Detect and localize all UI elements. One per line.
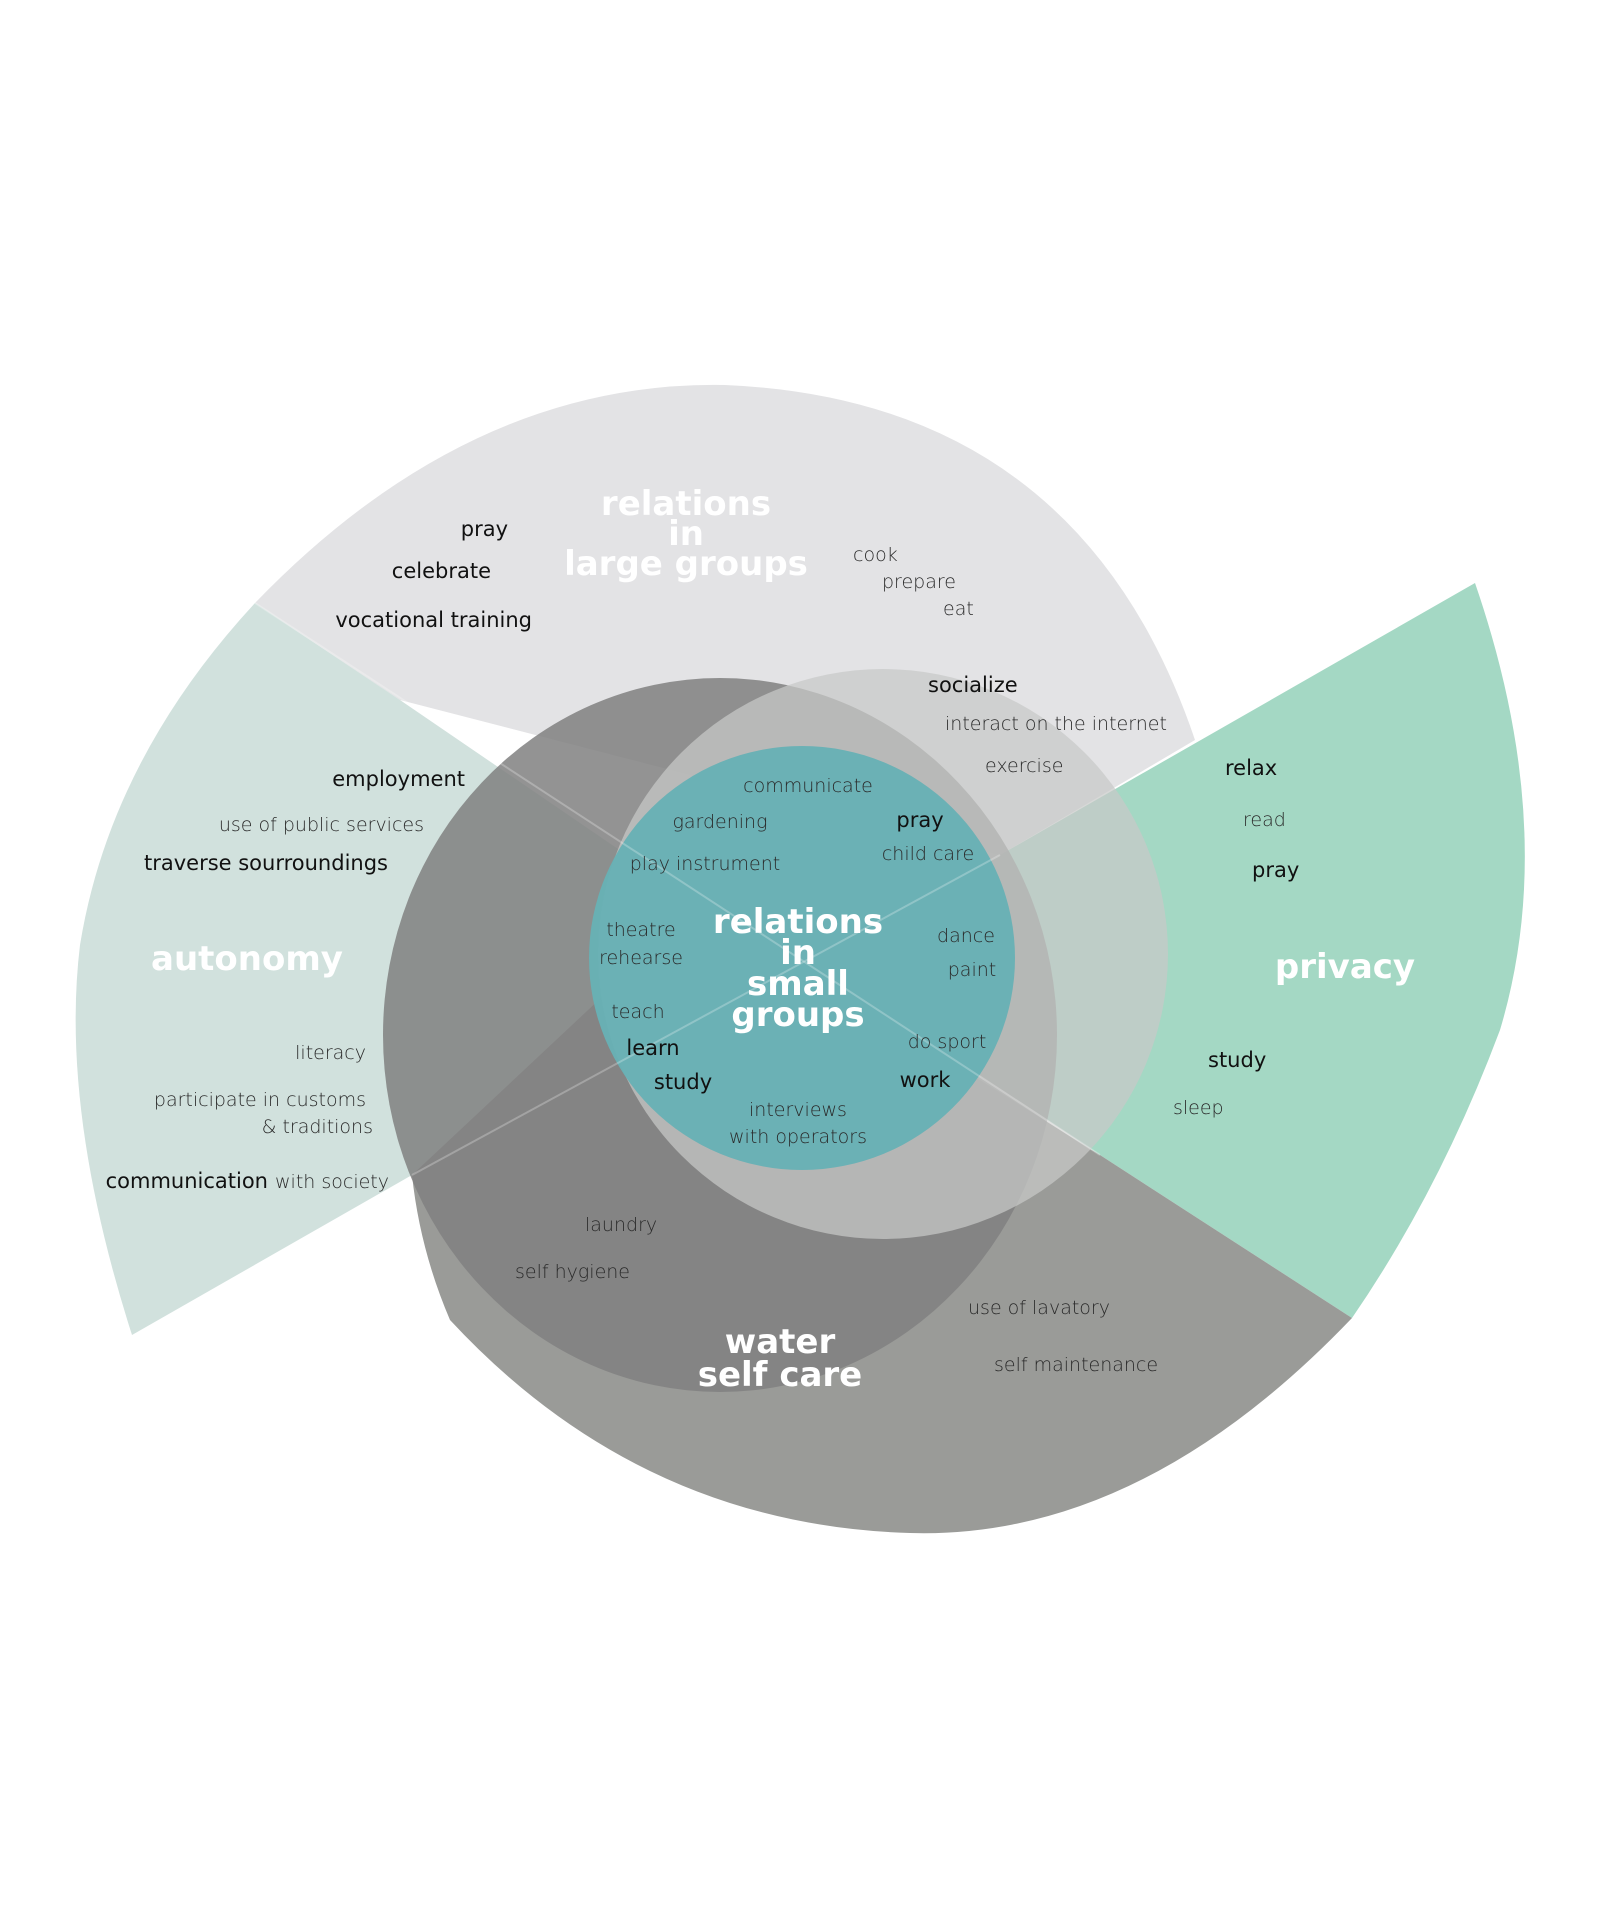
svg-text:in: in	[668, 514, 704, 554]
svg-text:groups: groups	[731, 995, 864, 1035]
activity-label: pray	[461, 517, 508, 541]
activity-label: laundry	[585, 1214, 657, 1236]
divider-line-b	[411, 854, 1001, 1176]
activity-label: communication	[106, 1169, 268, 1193]
activity-label: theatre	[606, 919, 675, 941]
activity-label: study	[654, 1070, 712, 1094]
water-self-care-activities: laundry self hygiene use of lavatory sel…	[515, 1214, 1158, 1376]
activity-label: interviews	[749, 1099, 847, 1121]
activity-label: gardening	[672, 811, 767, 833]
activity-label: use of public services	[219, 814, 424, 836]
divider-line-a	[254, 602, 1101, 1156]
activity-label: read	[1243, 809, 1286, 831]
activity-label: do sport	[908, 1031, 987, 1053]
activity-label: child care	[882, 843, 974, 865]
activity-label: dance	[937, 925, 995, 947]
activity-label: cook	[853, 544, 898, 566]
large-groups-title: relations in large groups	[564, 484, 808, 584]
svg-text:small: small	[747, 964, 849, 1004]
activity-label: rehearse	[599, 947, 683, 969]
svg-text:self care: self care	[698, 1355, 863, 1395]
activity-label: play instrument	[630, 853, 780, 875]
activity-label: prepare	[882, 571, 956, 593]
svg-text:relations: relations	[601, 484, 771, 524]
svg-text:water: water	[725, 1322, 836, 1362]
activity-label: study	[1208, 1048, 1266, 1072]
autonomy-title: autonomy	[151, 939, 343, 979]
activity-label: paint	[948, 959, 996, 981]
activity-label: communicate	[743, 775, 873, 797]
activity-label: socialize	[928, 673, 1018, 697]
privacy-activities: relax read pray study sleep	[1173, 756, 1299, 1119]
activity-label: self maintenance	[994, 1354, 1158, 1376]
activity-label: employment	[332, 767, 465, 791]
activity-label: literacy	[295, 1042, 366, 1064]
activity-label: pray	[1252, 858, 1299, 882]
privacy-title: privacy	[1275, 947, 1415, 987]
activity-label: learn	[626, 1036, 679, 1060]
water-self-care-title: water self care	[698, 1322, 863, 1395]
activity-label: pray	[896, 808, 943, 832]
svg-text:in: in	[780, 933, 816, 973]
activity-label: celebrate	[392, 559, 491, 583]
small-groups-circle	[589, 746, 1015, 1170]
small-groups-title: relations in small groups	[713, 902, 883, 1035]
activity-label: eat	[943, 598, 974, 620]
activity-label: work	[900, 1068, 952, 1092]
svg-text:relations: relations	[713, 902, 883, 942]
autonomy-sector	[75, 603, 701, 1335]
activity-label: use of lavatory	[968, 1297, 1110, 1319]
large-groups-activities: pray celebrate vocational training cook …	[335, 517, 1167, 777]
activity-label: interact on the internet	[945, 713, 1167, 735]
activity-label: self hygiene	[515, 1261, 630, 1283]
activity-label: traverse sourroundings	[144, 851, 388, 875]
small-groups-activities: communicate gardening pray play instrume…	[599, 775, 996, 1148]
activity-label: participate in customs	[154, 1089, 366, 1111]
activity-label: exercise	[985, 755, 1063, 777]
activity-label: sleep	[1173, 1097, 1224, 1119]
activity-label: with society	[275, 1171, 389, 1193]
svg-text:large groups: large groups	[564, 544, 808, 584]
activity-label: relax	[1225, 756, 1277, 780]
activity-label: with operators	[729, 1126, 867, 1148]
activity-label: vocational training	[335, 608, 532, 632]
autonomy-activities: employment use of public services traver…	[106, 767, 465, 1193]
activity-label: & traditions	[262, 1116, 373, 1138]
activity-label: teach	[611, 1001, 664, 1023]
